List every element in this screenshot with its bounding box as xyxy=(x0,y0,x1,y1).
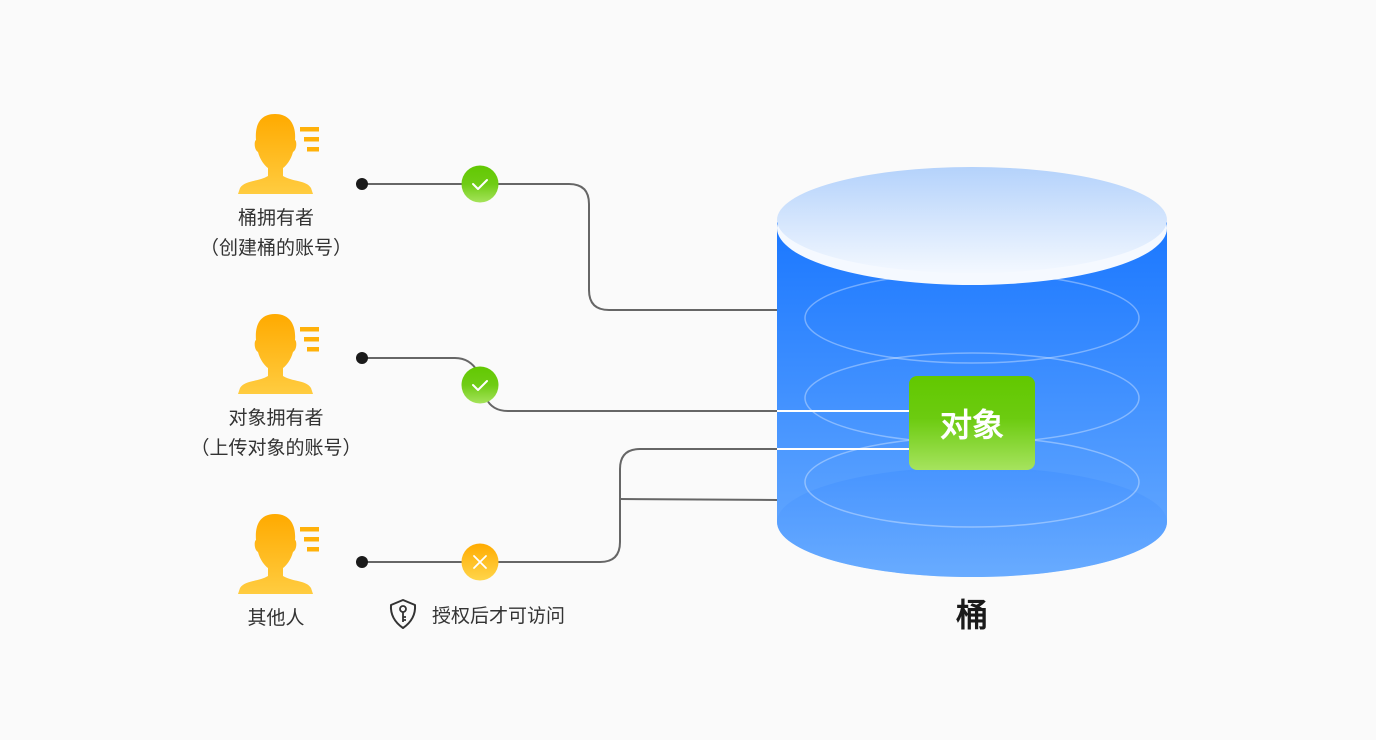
actor-desc: （创建桶的账号） xyxy=(199,237,352,259)
note-text: 授权后才可访问 xyxy=(432,604,566,627)
shield-key-icon xyxy=(389,599,417,629)
connections xyxy=(362,183,778,563)
bucket-label: 桶 xyxy=(955,596,988,634)
start-dot xyxy=(356,352,368,364)
user-icon xyxy=(238,114,319,194)
bucket-top xyxy=(777,167,1167,273)
allowed-badge xyxy=(461,165,499,203)
user-icon xyxy=(238,314,319,394)
denied-badge xyxy=(461,543,499,581)
connection-bucket-owner xyxy=(362,183,777,311)
start-dot xyxy=(356,178,368,190)
actor-name: 桶拥有者 xyxy=(237,207,314,229)
bucket-cylinder xyxy=(777,167,1167,577)
inner-connections xyxy=(777,410,909,450)
actor-label-object-owner: 对象拥有者 （上传对象的账号） xyxy=(166,403,386,463)
check-icon xyxy=(472,179,488,190)
actor-label-other: 其他人 xyxy=(176,603,376,633)
check-icon xyxy=(472,380,488,391)
actor-name: 其他人 xyxy=(247,607,305,629)
allowed-badge xyxy=(461,366,499,404)
connection-other-branch xyxy=(619,498,778,501)
object-box xyxy=(909,376,1035,470)
actor-name: 对象拥有者 xyxy=(228,407,324,429)
actor-desc: （上传对象的账号） xyxy=(190,437,362,459)
start-dot xyxy=(356,556,368,568)
access-note: 授权后才可访问 xyxy=(386,597,565,631)
user-icon xyxy=(238,514,319,594)
bucket-floor xyxy=(777,467,1167,577)
object-label: 对象 xyxy=(939,406,1004,444)
connection-other xyxy=(362,448,777,563)
cross-icon xyxy=(473,555,487,569)
connection-object-owner xyxy=(362,357,777,412)
actor-label-bucket-owner: 桶拥有者 （创建桶的账号） xyxy=(176,203,376,263)
